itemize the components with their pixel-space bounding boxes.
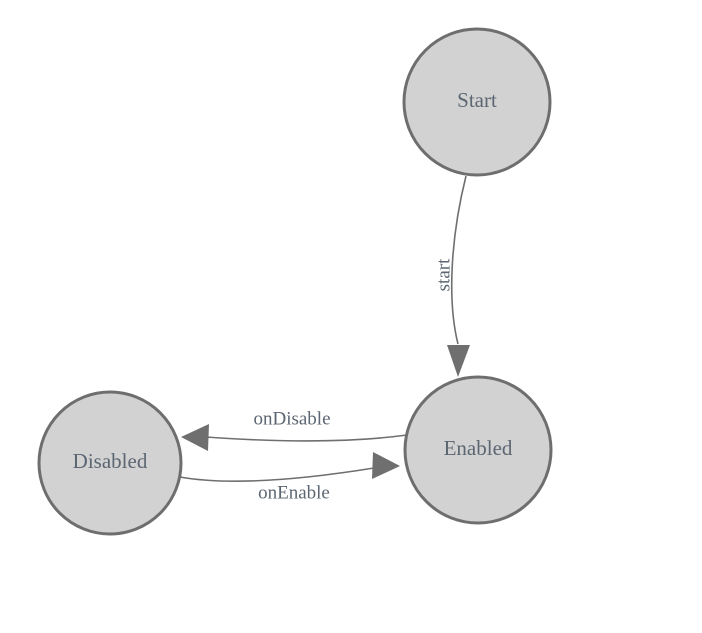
- arrowhead-onenable: [372, 452, 400, 479]
- edge-label-onenable: onEnable: [258, 482, 330, 503]
- node-disabled[interactable]: Disabled: [37, 390, 183, 536]
- arrowhead-start: [447, 345, 470, 377]
- node-enabled-circle: [403, 375, 553, 525]
- edge-label-ondisable: onDisable: [253, 408, 330, 429]
- node-disabled-circle: [37, 390, 183, 536]
- node-start-label: Start: [457, 88, 497, 112]
- node-start-circle: [402, 27, 552, 177]
- node-enabled-label: Enabled: [444, 436, 513, 460]
- edge-path-start: [450, 175, 467, 345]
- edge-path-ondisable: [205, 434, 408, 442]
- arrowhead-ondisable: [181, 424, 209, 451]
- edge-path-onenable: [179, 467, 375, 482]
- node-enabled[interactable]: Enabled: [403, 375, 553, 525]
- edge-start-to-enabled[interactable]: start: [433, 175, 470, 377]
- edge-disabled-to-enabled[interactable]: onEnable: [179, 452, 400, 503]
- node-start[interactable]: Start: [402, 27, 552, 177]
- node-disabled-label: Disabled: [73, 449, 148, 473]
- edge-label-start: start: [433, 258, 454, 291]
- edge-enabled-to-disabled[interactable]: onDisable: [181, 408, 408, 451]
